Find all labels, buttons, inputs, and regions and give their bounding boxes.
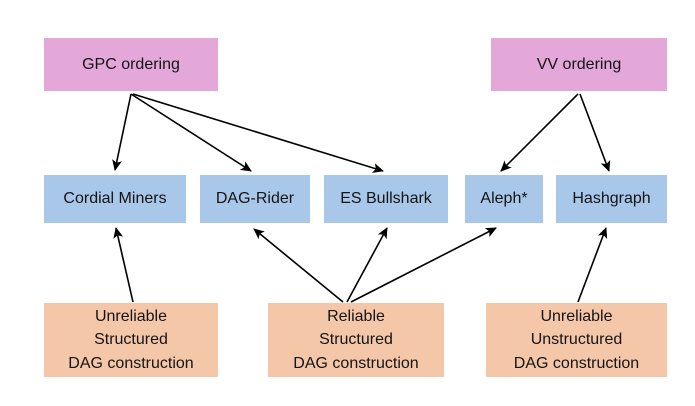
arrow-gpc-ordering-to-es-bullshark [132,93,384,173]
arrow-gpc-ordering-to-dag-rider [130,93,252,172]
node-unreliable-unstructured-dag-construction: Unreliable Unstructured DAG construction [486,303,667,377]
node-gpc-ordering: GPC ordering [44,38,218,91]
node-dag-rider: DAG-Rider [200,175,310,223]
node-cordial-miners: Cordial Miners [44,175,186,223]
arrow-reliable-structured-to-es-bullshark [346,227,388,303]
arrow-reliable-structured-to-aleph [350,227,497,303]
arrow-unreliable-unstructured-to-hashgraph [577,227,608,303]
arrow-gpc-ordering-to-cordial-miners [112,93,132,171]
node-vv-ordering: VV ordering [491,38,667,91]
node-hashgraph: Hashgraph [556,175,667,223]
arrow-unreliable-structured-to-cordial-miners [113,227,134,303]
arrow-vv-ordering-to-hashgraph [579,93,611,172]
node-es-bullshark: ES Bullshark [324,175,448,223]
node-aleph: Aleph* [465,175,543,223]
node-reliable-structured-dag-construction: Reliable Structured DAG construction [268,303,444,377]
node-unreliable-structured-dag-construction: Unreliable Structured DAG construction [44,303,218,377]
arrow-reliable-structured-to-dag-rider [253,228,344,303]
arrow-vv-ordering-to-aleph [500,93,579,172]
